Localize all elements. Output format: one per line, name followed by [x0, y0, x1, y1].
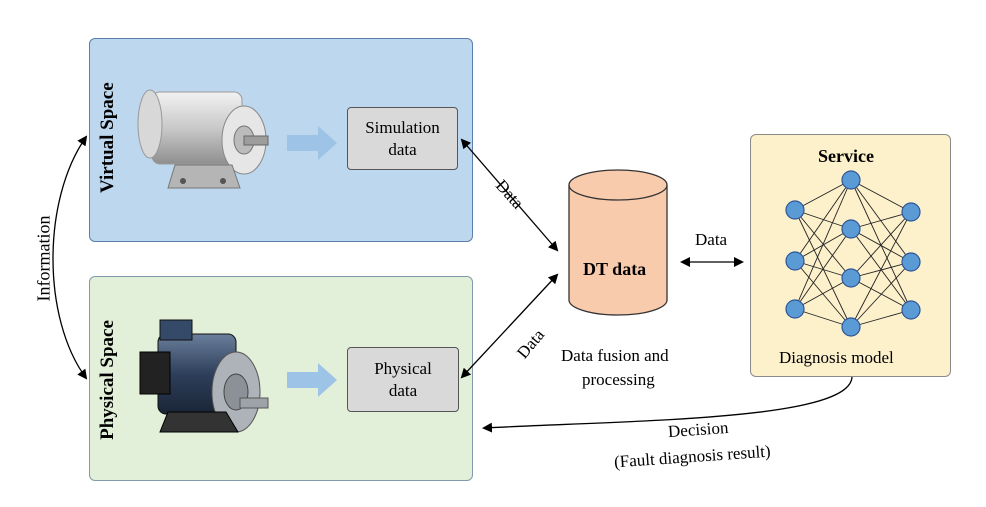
- data-label-right: Data: [695, 230, 728, 249]
- nn-node: [901, 252, 921, 272]
- neural-network-edges: [794, 179, 912, 328]
- dt-data-cylinder: [568, 169, 668, 316]
- nn-node: [841, 219, 861, 239]
- data-arrow-top: [460, 138, 559, 252]
- nn-node: [841, 317, 861, 337]
- db-caption-line2: processing: [582, 370, 655, 389]
- neural-network-nodes: [785, 170, 921, 337]
- physical-motor-icon: [139, 319, 269, 433]
- service-caption: Diagnosis model: [779, 348, 894, 367]
- nn-node: [901, 202, 921, 222]
- nn-node: [785, 251, 805, 271]
- block-arrow-virtual: [287, 126, 337, 160]
- simulation-data-box: Simulation data: [347, 107, 458, 170]
- information-arrow: [52, 135, 88, 380]
- nn-node: [901, 300, 921, 320]
- dt-data-label: DT data: [583, 259, 647, 279]
- physical-data-box: Physical data: [347, 347, 459, 412]
- nn-node: [841, 268, 861, 288]
- virtual-motor-icon: [137, 89, 269, 189]
- decision-arrow: [482, 376, 853, 433]
- service-title: Service: [818, 146, 874, 166]
- nn-node: [785, 299, 805, 319]
- db-caption-line1: Data fusion and: [561, 346, 669, 365]
- nn-node: [841, 170, 861, 190]
- data-arrow-bottom: [460, 273, 559, 379]
- nn-node: [785, 200, 805, 220]
- decision-label-line1: Decision: [667, 417, 729, 442]
- block-arrow-physical: [287, 363, 337, 397]
